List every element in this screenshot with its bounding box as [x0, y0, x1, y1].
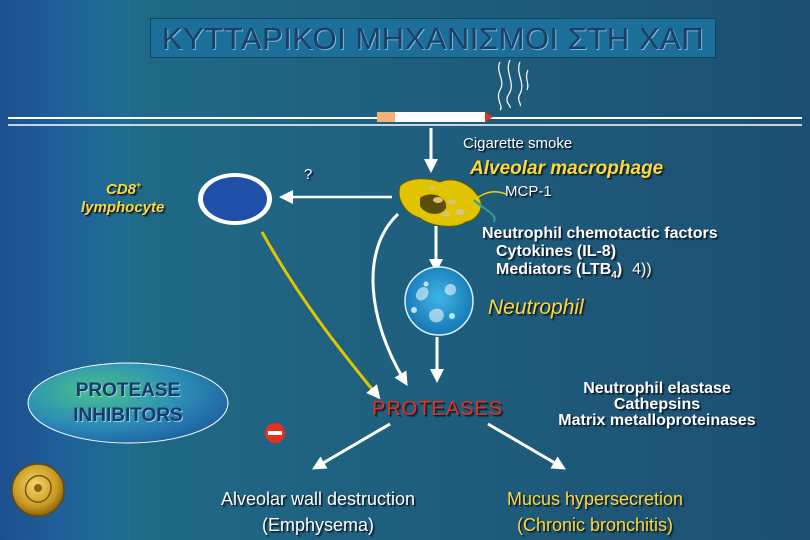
mcp-label: MCP-1 — [505, 183, 552, 200]
macrophage-label: Alveolar macrophage — [470, 158, 664, 179]
lymphocyte-cell-icon — [198, 173, 272, 225]
neutrophil-label: Neutrophil — [488, 296, 584, 319]
chemotactic-line1: Neutrophil chemotactic factors — [482, 225, 718, 242]
coin-logo-icon — [11, 463, 65, 517]
outcome-emphysema-line2: (Emphysema) — [261, 515, 375, 535]
arrow-to-emphysema — [311, 422, 391, 470]
chemotactic-line3: Mediators (LTB4) 4)) — [482, 261, 718, 285]
ltb-close: ) — [616, 261, 623, 278]
cd8-label: CD8+ — [106, 180, 141, 198]
chemotactic-line2: Cytokines (IL-8) — [496, 243, 617, 260]
proteases-label: PROTEASES — [372, 398, 504, 420]
neutrophil-cell-icon — [404, 266, 474, 336]
outcome-bronchitis-line2: (Chronic bronchitis) — [516, 515, 674, 535]
enzyme-cathepsins: Cathepsins — [613, 396, 701, 413]
outcome-emphysema-line1: Alveolar wall destruction — [220, 489, 416, 509]
outcome-bronchitis: Mucus hypersecretion (Chronic bronchitis… — [483, 486, 707, 538]
title-banner: ΚΥΤΤΑΡΙΚΟΙ ΜΗΧΑΝΙΣΜΟΙ ΣΤΗ ΧΑΠ — [150, 18, 716, 58]
arrow-macrophage-to-proteases — [371, 212, 408, 387]
enzyme-mmps: Matrix metalloproteinases — [558, 412, 756, 429]
protease-inhibitors-ellipse — [27, 362, 229, 444]
chemotactic-factors-block: Neutrophil chemotactic factors Cytokines… — [482, 225, 718, 285]
ltb-sub: 4 — [611, 270, 617, 282]
protease-inhibitors-line1: PROTEASE — [75, 380, 181, 401]
cigarette-smoke-label: Cigarette smoke — [463, 135, 573, 152]
smoke-icon — [497, 59, 529, 111]
arrow-to-bronchitis — [487, 422, 567, 470]
outcome-emphysema: Alveolar wall destruction (Emphysema) — [196, 486, 440, 538]
page-title: ΚΥΤΤΑΡΙΚΟΙ ΜΗΧΑΝΙΣΜΟΙ ΣΤΗ ΧΑΠ — [161, 21, 705, 56]
arrow-lymphocyte-to-proteases — [260, 231, 381, 400]
cigarette-icon — [377, 112, 493, 122]
ltb-text: Mediators (LTB — [496, 261, 612, 278]
ltb-extra: 4)) — [632, 261, 652, 278]
outcome-bronchitis-line1: Mucus hypersecretion — [506, 489, 684, 509]
protease-inhibitors-line2: INHIBITORS — [73, 405, 183, 426]
mcp-loop-arrow — [473, 199, 496, 223]
macrophage-cell-icon — [398, 178, 482, 227]
lymphocyte-label: lymphocyte — [81, 199, 165, 216]
mcp-line — [473, 191, 507, 201]
protease-inhibitors-label: PROTEASE INHIBITORS — [28, 378, 228, 428]
inhibition-icon — [265, 423, 285, 443]
cd8-sup: + — [136, 180, 142, 190]
question-mark: ? — [304, 166, 313, 183]
enzyme-elastase: Neutrophil elastase — [583, 380, 731, 397]
enzymes-block: Neutrophil elastase Cathepsins Matrix me… — [540, 381, 774, 429]
cd8-text: CD8 — [106, 181, 137, 198]
